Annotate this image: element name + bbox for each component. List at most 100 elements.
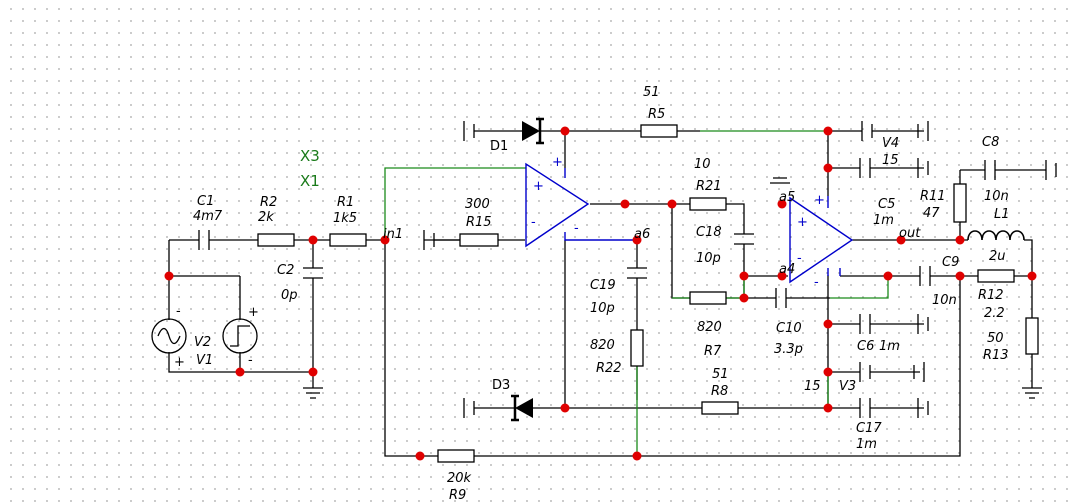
label-d3-name: D3 xyxy=(492,378,510,393)
resistor-r2[interactable] xyxy=(257,233,295,247)
label-r12-name: R12 xyxy=(978,288,1004,303)
label-r5-name: R5 xyxy=(648,107,665,122)
label-v1-name: V1 xyxy=(196,353,213,368)
label-r1-name: R1 xyxy=(337,195,354,210)
capacitor-c17[interactable] xyxy=(859,398,871,418)
label-v2-name: V2 xyxy=(194,335,211,350)
label-c6-name: C6 xyxy=(857,339,874,354)
opamp-2[interactable]: + - + - xyxy=(789,193,854,290)
opamp2-plus: + xyxy=(797,215,808,230)
resistor-r5[interactable] xyxy=(640,124,678,138)
resistor-r15[interactable] xyxy=(459,233,499,247)
label-r2-value: 2k xyxy=(258,210,274,225)
label-r15-name: R15 xyxy=(466,215,492,230)
capacitor-c2[interactable] xyxy=(303,267,323,279)
component-labels: C1 4m7 R2 2k R1 1k5 C2 0p V2 V1 300 R15 … xyxy=(193,85,1010,503)
label-c9-name: C9 xyxy=(942,255,959,270)
label-r13-name: R13 xyxy=(983,348,1009,363)
opamp2-vplus: + xyxy=(814,193,825,208)
resistor-r12[interactable] xyxy=(977,269,1015,283)
resistors xyxy=(257,124,1039,463)
resistor-r11[interactable] xyxy=(953,183,967,223)
source-v2[interactable] xyxy=(151,318,187,354)
capacitor-c10[interactable] xyxy=(775,288,787,308)
resistor-r1[interactable] xyxy=(329,233,367,247)
net-labels: X3 X1 in1 a6 a5 a4 out xyxy=(300,147,921,277)
label-r11-name: R11 xyxy=(920,189,946,204)
capacitor-c8[interactable] xyxy=(984,160,996,180)
label-v4-value: 15 xyxy=(882,153,899,168)
net-label-out: out xyxy=(899,226,921,241)
label-c10-value: 3.3p xyxy=(774,342,803,357)
label-v4-name: V4 xyxy=(882,136,899,151)
label-r2-name: R2 xyxy=(260,195,277,210)
label-c6-value: 1m xyxy=(879,339,900,354)
label-v3-value: 15 xyxy=(804,379,821,394)
opamp1-vminus: - xyxy=(574,221,579,236)
label-r1-value: 1k5 xyxy=(333,211,357,226)
label-r13-value: 50 xyxy=(987,331,1004,346)
resistor-r22[interactable] xyxy=(630,329,644,367)
diode-d3[interactable] xyxy=(511,394,533,422)
resistor-r9[interactable] xyxy=(437,449,475,463)
label-c19-name: C19 xyxy=(590,278,616,293)
label-c5-name: C5 xyxy=(878,197,895,212)
net-label-a4: a4 xyxy=(779,262,795,277)
label-r12-value: 2.2 xyxy=(984,306,1005,321)
label-c17-name: C17 xyxy=(856,421,882,436)
capacitor-c1[interactable] xyxy=(198,230,210,250)
supply-terminals xyxy=(463,121,1057,418)
label-r22-name: R22 xyxy=(596,361,622,376)
label-c1-value: 4m7 xyxy=(193,209,223,224)
label-r8-value: 51 xyxy=(712,367,729,382)
resistor-r21[interactable] xyxy=(689,197,727,211)
resistor-r13[interactable] xyxy=(1025,317,1039,355)
label-v3-name: V3 xyxy=(839,379,856,394)
net-label-a6: a6 xyxy=(634,227,650,242)
opamp-1[interactable]: + - + - xyxy=(525,155,637,248)
resistor-r8[interactable] xyxy=(701,401,739,415)
net-label-in1: in1 xyxy=(383,227,403,242)
label-c9-value: 10n xyxy=(932,293,957,308)
label-l1-value: 2u xyxy=(989,249,1006,264)
capacitor-c18[interactable] xyxy=(734,233,754,245)
source-v1[interactable] xyxy=(222,318,258,354)
label-d1-name: D1 xyxy=(490,139,508,154)
opamp1-plus: + xyxy=(533,179,544,194)
opamp1-vplus: + xyxy=(552,155,563,170)
capacitor-c5[interactable] xyxy=(859,158,871,178)
v2-plus: + xyxy=(174,355,185,370)
label-r15-value: 300 xyxy=(465,197,490,212)
label-c2-value: 0p xyxy=(281,288,298,303)
label-c5-value: 1m xyxy=(873,213,894,228)
label-r22-value: 820 xyxy=(590,338,615,353)
label-c2-name: C2 xyxy=(277,263,294,278)
capacitor-input[interactable] xyxy=(423,230,460,250)
label-r7-value: 820 xyxy=(697,320,722,335)
label-c18-value: 10p xyxy=(696,251,721,266)
capacitors xyxy=(198,158,996,418)
label-r21-value: 10 xyxy=(694,157,711,172)
label-l1-name: L1 xyxy=(994,207,1010,222)
diode-d1[interactable] xyxy=(522,117,544,145)
capacitor-c6[interactable] xyxy=(859,314,871,334)
v1-plus: + xyxy=(248,305,259,320)
inductor-l1[interactable] xyxy=(967,230,1025,241)
opamp2-minus: - xyxy=(797,251,802,266)
capacitor-c9[interactable] xyxy=(919,266,931,286)
junctions xyxy=(164,126,1037,461)
label-c18-name: C18 xyxy=(696,225,722,240)
label-c1-name: C1 xyxy=(197,194,214,209)
label-r21-name: R21 xyxy=(696,179,722,194)
label-r9-name: R9 xyxy=(449,488,466,503)
net-label-x1: X1 xyxy=(300,172,320,190)
net-label-a5: a5 xyxy=(779,190,795,205)
capacitor-c19[interactable] xyxy=(627,267,647,279)
opamp1-minus: - xyxy=(531,215,536,230)
label-c10-name: C10 xyxy=(776,321,802,336)
resistor-r7[interactable] xyxy=(689,291,727,305)
label-r9-value: 20k xyxy=(447,471,472,486)
label-c8-value: 10n xyxy=(984,189,1009,204)
